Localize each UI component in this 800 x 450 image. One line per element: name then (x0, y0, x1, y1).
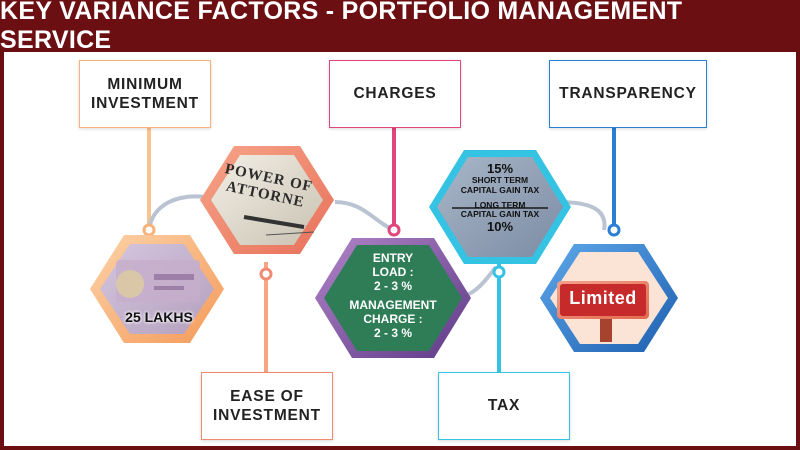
page-title: KEY VARIANCE FACTORS - PORTFOLIO MANAGEM… (0, 0, 683, 54)
node-transparency (607, 223, 621, 237)
hex-tax (429, 150, 571, 264)
tax-details: 15% SHORT TERM CAPITAL GAIN TAX LONG TER… (460, 161, 540, 234)
diagram-canvas: MINIMUM INVESTMENT CHARGES TRANSPARENCY … (4, 52, 796, 446)
label-minimum-investment: MINIMUM INVESTMENT (79, 60, 211, 128)
label-transparency: TRANSPARENCY (549, 60, 707, 128)
hex-ease-of-investment (200, 146, 334, 254)
hex-transparency (540, 244, 678, 352)
label-ease-of-investment: EASE OF INVESTMENT (201, 372, 333, 440)
node-minimum (142, 223, 156, 237)
node-ease (259, 267, 273, 281)
minimum-investment-value: 25 LAKHS (125, 309, 193, 325)
diagram-graphics (90, 126, 678, 372)
node-charges (387, 223, 401, 237)
hex-minimum-investment (90, 235, 224, 343)
label-charges: CHARGES (329, 60, 461, 128)
label-tax: TAX (438, 372, 570, 440)
charges-details: ENTRY LOAD : 2 - 3 % MANAGEMENT CHARGE :… (349, 251, 437, 340)
transparency-value: Limited (569, 288, 637, 308)
hex-charges (315, 238, 471, 358)
node-tax (492, 265, 506, 279)
connector-lower (147, 194, 607, 300)
